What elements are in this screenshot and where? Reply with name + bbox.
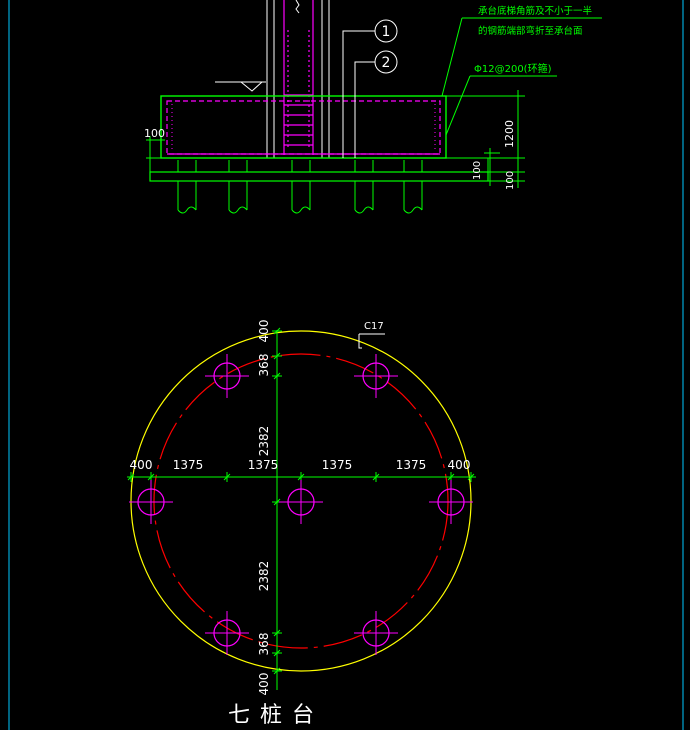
plan-title: 七桩台 bbox=[228, 703, 324, 728]
plan-pile bbox=[129, 480, 173, 524]
h-dim-4: 1375 bbox=[396, 458, 427, 472]
section-pile bbox=[177, 160, 197, 214]
pile-cap-rebar bbox=[166, 100, 441, 155]
rebar-label: Φ12@200(环箍) bbox=[474, 62, 552, 75]
dim-base-100: 100 bbox=[505, 171, 516, 190]
plan-pile bbox=[205, 354, 249, 398]
piles-plan bbox=[129, 354, 473, 655]
v-dim-2: 2382 bbox=[257, 426, 271, 457]
v-dim-0: 400 bbox=[257, 320, 271, 343]
level-symbol bbox=[215, 81, 266, 92]
section-dimensions bbox=[146, 90, 525, 188]
note-line-1: 承台底梯角筋及不小于一半 bbox=[478, 5, 592, 17]
h-dim-3: 1375 bbox=[322, 458, 353, 472]
callout-2-text: 2 bbox=[382, 55, 391, 71]
h-dim-2: 1375 bbox=[248, 458, 279, 472]
v-dim-1: 368 bbox=[257, 354, 271, 377]
h-dim-1: 1375 bbox=[173, 458, 204, 472]
plan-pile bbox=[354, 611, 398, 655]
piles-section bbox=[177, 160, 423, 214]
v-dim-4: 368 bbox=[257, 633, 271, 656]
plan-pile bbox=[205, 611, 249, 655]
plan-pile bbox=[354, 354, 398, 398]
pile-cap-outline bbox=[160, 95, 447, 159]
note-line-2: 的钢筋端部弯折至承台面 bbox=[478, 25, 583, 37]
c17-leader bbox=[358, 334, 362, 349]
callout-1-text: 1 bbox=[382, 24, 391, 40]
section-pile bbox=[354, 160, 374, 214]
v-dim-3: 2382 bbox=[257, 561, 271, 592]
ring-rebar-circle bbox=[153, 353, 449, 649]
dim-height-1200: 1200 bbox=[503, 120, 516, 148]
v-dim-5: 400 bbox=[257, 673, 271, 696]
dim-left-100: 100 bbox=[144, 127, 165, 140]
column bbox=[266, 0, 330, 158]
column-rebar bbox=[283, 0, 314, 155]
h-dim-0: 400 bbox=[130, 458, 153, 472]
plan-pile bbox=[429, 480, 473, 524]
section-pile bbox=[228, 160, 248, 214]
cushion-layer bbox=[149, 171, 489, 182]
c17-tag: C17 bbox=[364, 321, 384, 332]
vertical-dim-ticks bbox=[272, 327, 282, 675]
section-view: 1 2 承台底梯角筋及不小于一半 的钢筋端部弯折至承台面 Φ12@200(环箍) bbox=[144, 0, 602, 214]
plan-pile bbox=[279, 480, 323, 524]
pile-cap-circle bbox=[130, 330, 472, 672]
callout-group: 1 2 bbox=[342, 19, 398, 158]
section-pile bbox=[403, 160, 423, 214]
h-dim-5: 400 bbox=[448, 458, 471, 472]
dim-embed-100: 100 bbox=[472, 161, 483, 180]
section-pile bbox=[291, 160, 311, 214]
note-leaders bbox=[441, 17, 602, 136]
plan-view: C17 400 1375 1375 1375 1375 400 400 368 … bbox=[127, 320, 476, 728]
